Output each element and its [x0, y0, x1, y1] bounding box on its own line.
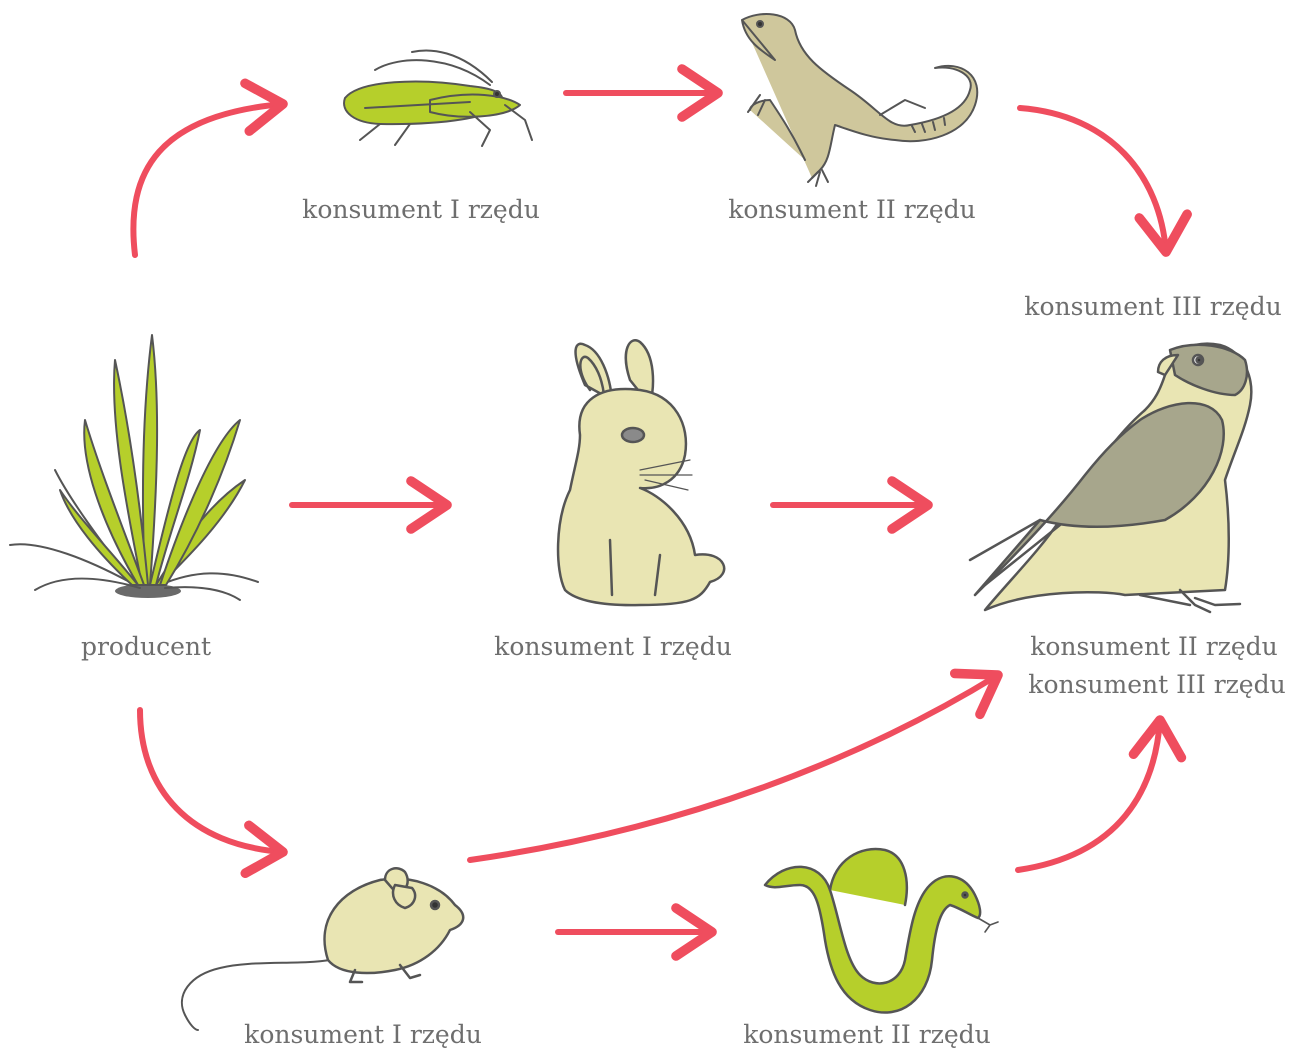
grasshopper-label: konsument I rzędu — [302, 194, 540, 225]
falcon-top-label: konsument III rzędu — [1024, 291, 1281, 322]
lizard-icon — [742, 14, 977, 186]
arrow-snake-to-falcon — [1018, 720, 1160, 870]
grasshopper-icon — [344, 50, 532, 146]
arrow-grass-to-mouse — [140, 710, 283, 852]
arrow-grass-to-grasshopper — [133, 104, 283, 255]
falcon-label-line1: konsument II rzędu — [1030, 631, 1278, 662]
grass-label: producent — [81, 631, 211, 662]
arrow-mouse-to-falcon — [470, 675, 998, 860]
snake-label: konsument II rzędu — [743, 1019, 991, 1050]
mouse-icon — [182, 868, 463, 1030]
rabbit-icon — [558, 340, 724, 605]
grass-icon — [10, 335, 258, 600]
snake-icon — [765, 849, 998, 1012]
arrow-lizard-to-falcon — [1020, 108, 1166, 252]
falcon-icon — [970, 344, 1251, 612]
rabbit-label: konsument I rzędu — [494, 631, 732, 662]
lizard-label: konsument II rzędu — [728, 194, 976, 225]
falcon-label-line2: konsument III rzędu — [1028, 669, 1285, 700]
mouse-label: konsument I rzędu — [244, 1019, 482, 1050]
